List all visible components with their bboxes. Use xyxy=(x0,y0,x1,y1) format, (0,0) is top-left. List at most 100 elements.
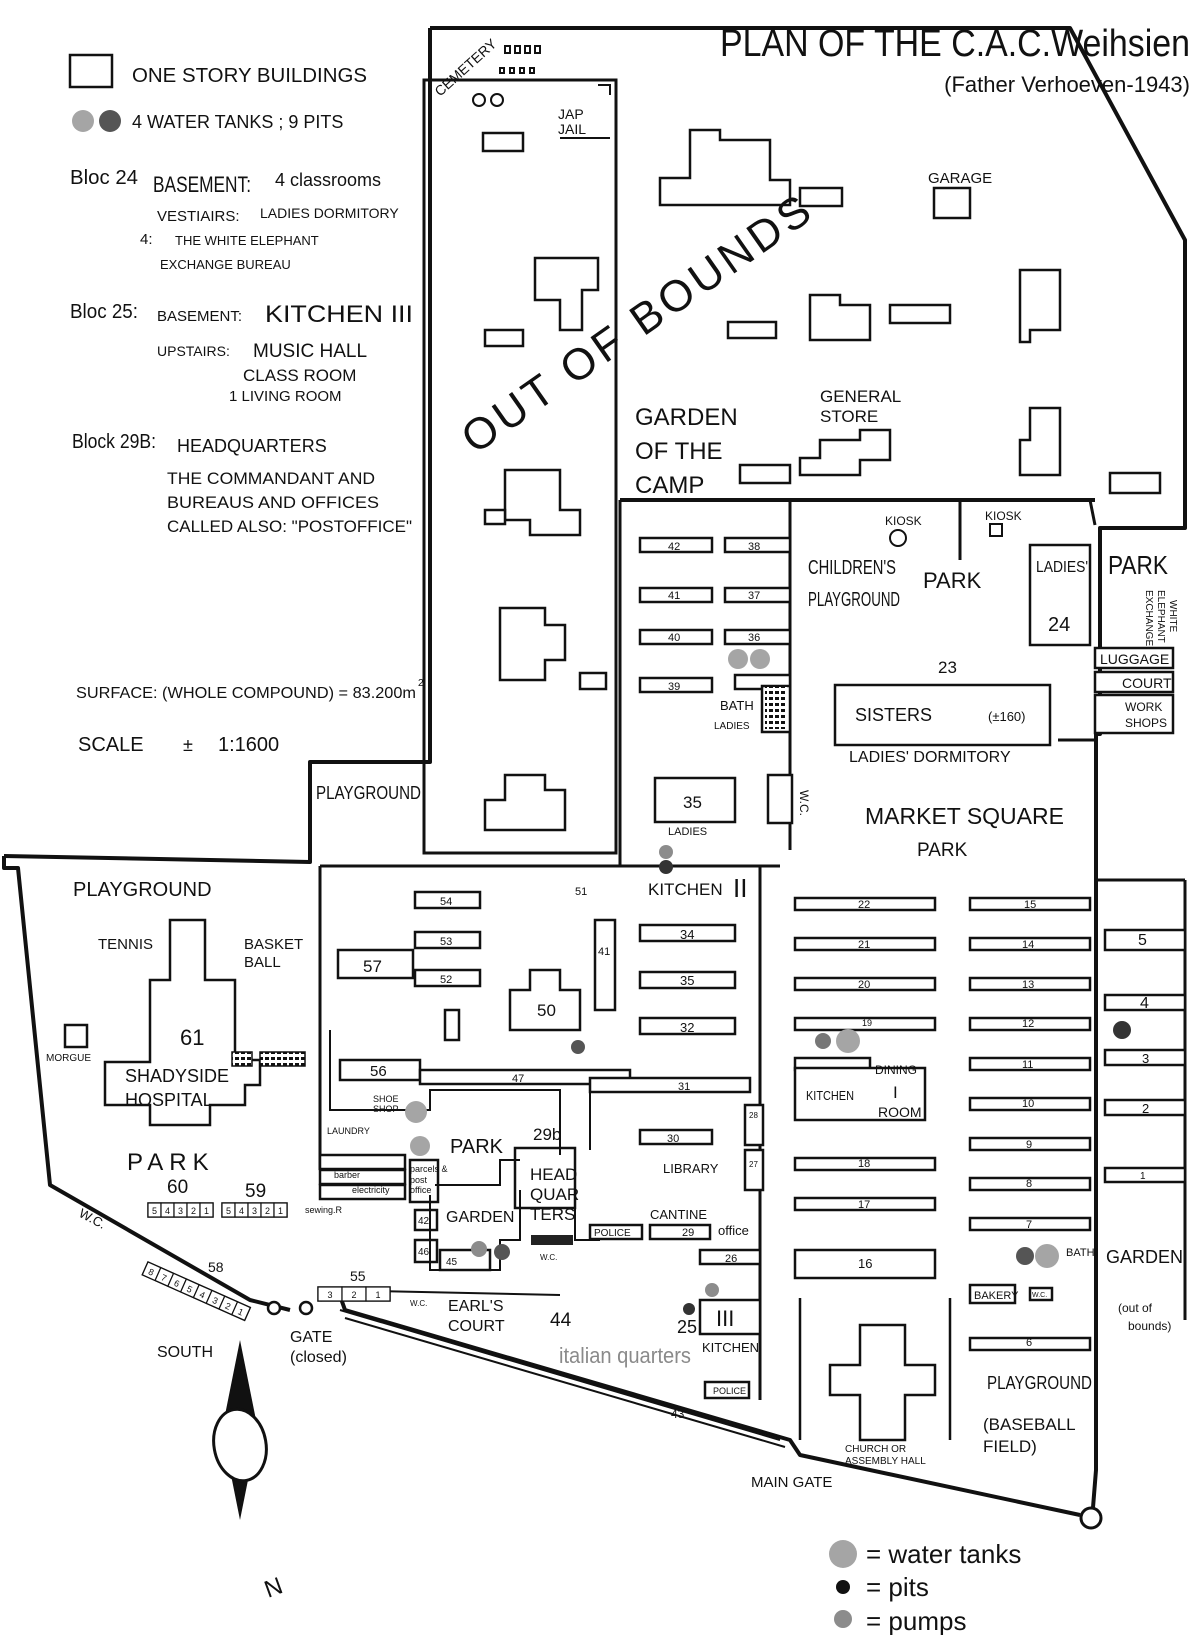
bldg-57: 57 xyxy=(363,957,382,976)
label-hospital: HOSPITAL xyxy=(125,1090,213,1110)
bath-hatched xyxy=(765,687,787,729)
label-garage: GARAGE xyxy=(928,170,992,187)
bldg-35: 35 xyxy=(683,793,702,812)
bldg-15: 15 xyxy=(1024,899,1036,911)
label-sisters-count: (±160) xyxy=(988,709,1025,724)
label-jail: JAIL xyxy=(558,121,586,137)
note-bloc24-white: THE WHITE ELEPHANT xyxy=(175,233,319,248)
bldg-20: 20 xyxy=(858,979,870,991)
bldg-22: 22 xyxy=(858,899,870,911)
label-park-center: PARK xyxy=(923,568,982,593)
label-court: COURT xyxy=(1122,675,1172,691)
hospital-61 xyxy=(63,918,262,1127)
bldg-9: 9 xyxy=(1026,1139,1032,1151)
label-24: 24 xyxy=(1048,614,1070,636)
note-bloc24-exchange: EXCHANGE BUREAU xyxy=(160,257,291,272)
bldg-39: 39 xyxy=(668,681,680,693)
label-parcels-3: office xyxy=(410,1185,431,1195)
bldg-38: 38 xyxy=(748,541,760,553)
label-gate-closed: (closed) xyxy=(290,1349,347,1366)
label-wc-1: W.C. xyxy=(797,790,811,816)
label-23: 23 xyxy=(938,658,957,677)
note-bloc25-kitchen: KITCHEN III xyxy=(265,301,413,328)
cell xyxy=(365,1286,391,1302)
label-garden-right: GARDEN xyxy=(1106,1247,1183,1267)
label-kitchen-ii-num: II xyxy=(733,873,747,903)
label-head-1: HEAD xyxy=(530,1165,577,1184)
bldg-28: 28 xyxy=(749,1111,758,1120)
cell-number: 2 xyxy=(191,1206,196,1216)
label-office: office xyxy=(718,1223,749,1238)
label-kitchen-iii: KITCHEN xyxy=(702,1340,759,1355)
label-work: WORK xyxy=(1125,700,1162,714)
label-ladies-35: LADIES xyxy=(668,826,707,838)
key-water-tanks: = water tanks xyxy=(866,1539,1021,1569)
bldg-7: 7 xyxy=(1026,1219,1032,1231)
label-dining: DINING xyxy=(875,1063,917,1077)
tanks xyxy=(72,110,1059,1568)
label-electricity: electricity xyxy=(352,1185,390,1195)
cell-number: 1 xyxy=(375,1290,380,1300)
bldg-40: 40 xyxy=(668,632,680,644)
cell-number: 4 xyxy=(239,1206,244,1216)
label-ladies-24: LADIES' xyxy=(1036,559,1088,576)
label-park-market: PARK xyxy=(917,840,968,861)
label-shops: SHOPS xyxy=(1125,716,1167,730)
bldg-26: 26 xyxy=(725,1253,737,1265)
label-earls-1: EARL'S xyxy=(448,1298,504,1315)
label-church-1: CHURCH OR xyxy=(845,1444,906,1455)
label-park-small: PARK xyxy=(450,1136,504,1158)
bldg-47: 47 xyxy=(512,1073,524,1085)
bldg-14: 14 xyxy=(1022,939,1034,951)
bldg-51: 51 xyxy=(575,886,587,898)
cell xyxy=(231,1301,252,1322)
label-dining-i: I xyxy=(893,1083,898,1102)
cell-number: 2 xyxy=(224,1301,233,1312)
bldg-46: 46 xyxy=(418,1247,430,1258)
bldg-5: 5 xyxy=(1138,932,1147,949)
label-58: 58 xyxy=(208,1259,224,1275)
label-60: 60 xyxy=(167,1177,188,1198)
label-baseball-1: (BASEBALL xyxy=(983,1415,1076,1434)
label-bath-ladies: BATH xyxy=(720,698,754,713)
label-55: 55 xyxy=(350,1268,366,1284)
cell xyxy=(199,1202,214,1218)
bldg-41b: 41 xyxy=(598,946,610,958)
label-jap: JAP xyxy=(558,106,584,122)
label-sewing: sewing.R xyxy=(305,1205,343,1215)
bldg-34: 34 xyxy=(680,927,694,942)
cemetery-jail xyxy=(472,45,611,139)
one-story-legend-box xyxy=(68,53,114,89)
compass-icon xyxy=(170,1340,310,1520)
label-head-3: TERS xyxy=(530,1205,575,1224)
bldg-11: 11 xyxy=(1022,1059,1033,1071)
label-gate: GATE xyxy=(290,1329,332,1346)
cell-number: 1 xyxy=(278,1206,283,1216)
label-main-gate: MAIN GATE xyxy=(751,1474,832,1491)
label-kitchen-i: KITCHEN xyxy=(806,1088,854,1103)
bldg-41: 41 xyxy=(668,590,680,602)
label-store: STORE xyxy=(820,407,878,426)
label-italian: italian quarters xyxy=(559,1343,691,1368)
east-rows xyxy=(793,896,1187,1352)
label-playground-mid: PLAYGROUND xyxy=(316,783,421,803)
cell-number: 6 xyxy=(172,1278,181,1289)
label-44: 44 xyxy=(550,1310,572,1331)
note-block29b-l1: THE COMMANDANT AND xyxy=(167,469,375,488)
label-market-square: MARKET SQUARE xyxy=(865,803,1064,829)
label-basket: BASKET xyxy=(244,936,303,953)
label-ladies-dorm: LADIES' DORMITORY xyxy=(849,749,1011,766)
cell-number: 5 xyxy=(226,1206,231,1216)
label-garden-mid: GARDEN xyxy=(446,1209,514,1226)
bldg-37: 37 xyxy=(748,590,760,602)
note-scale-val: 1:1600 xyxy=(218,734,279,756)
label-shoe-2: SHOP xyxy=(373,1104,399,1114)
note-bloc24-4: 4: xyxy=(140,231,153,248)
cell-number: 7 xyxy=(160,1272,169,1283)
bldg-30: 30 xyxy=(667,1133,679,1145)
label-white-3: EXCHANGE xyxy=(1143,590,1154,646)
block-rows xyxy=(638,536,1175,825)
label-luggage: LUGGAGE xyxy=(1100,651,1169,667)
cell-number: 3 xyxy=(327,1290,332,1300)
label-43: 43 xyxy=(671,1407,685,1421)
